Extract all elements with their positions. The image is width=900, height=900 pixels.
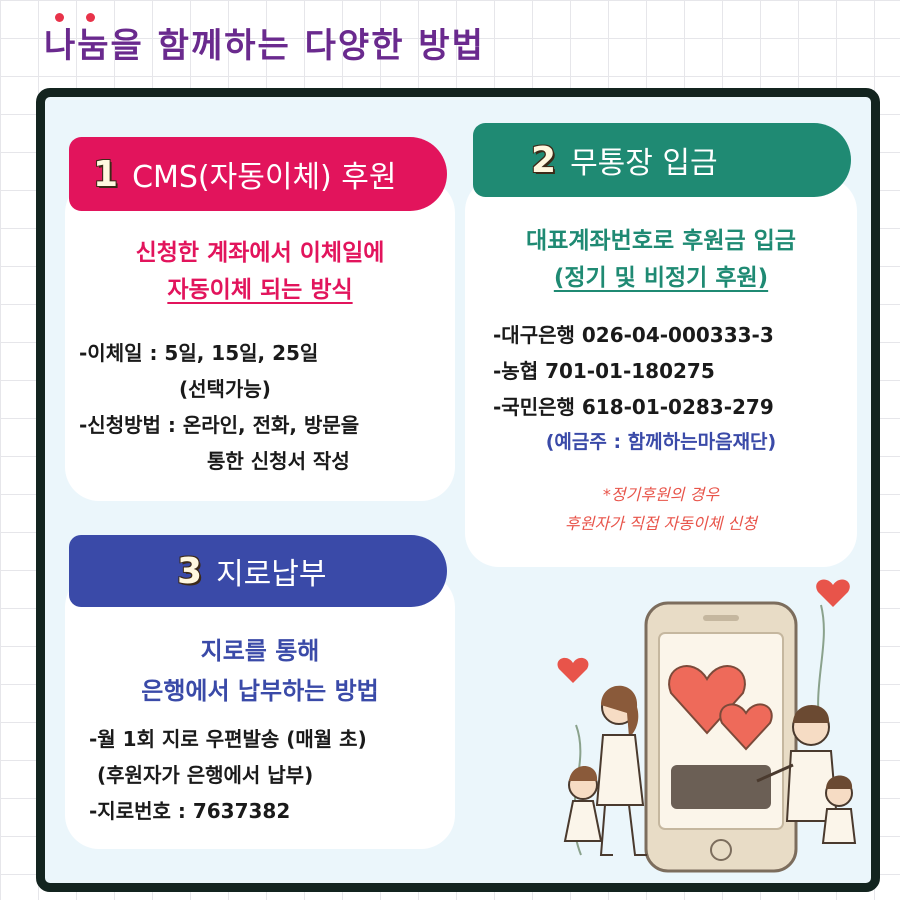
pill-giro: 3 지로납부 [69,535,447,607]
giro-headline-line2: 은행에서 납부하는 방법 [141,677,379,705]
giro-headline-line1: 지로를 통해 [200,637,320,665]
giro-details: -월 1회 지로 우편발송 (매월 초) (후원자가 은행에서 납부) -지로번… [89,721,449,829]
bank-headline-line2: (정기 및 비정기 후원) [553,265,769,291]
account-nonghyup: -농협 701-01-180275 [493,359,715,383]
bank-headline-line1: 대표계좌번호로 후원금 입금 [526,228,796,254]
page-title: 나눔을 함께하는 다양한 방법 [44,26,485,66]
method-title-giro: 지로납부 [216,557,327,592]
account-kookmin: -국민은행 618-01-0283-279 [493,395,774,419]
heart-medium-icon [719,703,773,751]
content-board: 1 CMS(자동이체) 후원 신청한 계좌에서 이체일에 자동이체 되는 방식 … [36,88,880,892]
bank-note-line2: 후원자가 직접 자동이체 신청 [565,514,757,533]
bank-accounts: -대구은행 026-04-000333-3 -농협 701-01-180275 … [493,317,853,425]
giro-number: -지로번호 : 7637382 [89,799,291,823]
cms-headline-line2: 자동이체 되는 방식 [167,277,353,303]
card-giro [65,573,455,849]
giro-monthly-mail: -월 1회 지로 우편발송 (매월 초) [89,727,367,751]
cms-apply-method: -신청방법 : 온라인, 전화, 방문을 [79,413,360,437]
pill-bank: 2 무통장 입금 [473,123,851,197]
method-title-bank: 무통장 입금 [570,146,718,181]
heart-large-icon [668,665,746,735]
pill-cms: 1 CMS(자동이체) 후원 [69,137,447,211]
phone-button-shape [671,765,771,809]
account-daegu: -대구은행 026-04-000333-3 [493,323,774,347]
heart-small-right-icon [816,579,850,607]
account-holder: (예금주 : 함께하는마음재단) [545,431,777,453]
heart-small-left-icon [557,657,589,683]
card-cms [65,179,455,501]
bank-note-line1: *정기후원의 경우 [602,485,720,504]
cms-transfer-day: -이체일 : 5일, 15일, 25일 [79,341,319,365]
method-number-1: 1 [93,153,119,195]
cms-apply-form: 통한 신청서 작성 [207,449,350,473]
decor-dot-left [55,13,64,22]
bank-headline: 대표계좌번호로 후원금 입금 (정기 및 비정기 후원) [465,223,857,297]
cms-selectable: (선택가능) [179,377,271,401]
method-title-cms: CMS(자동이체) 후원 [132,160,397,195]
cms-details: -이체일 : 5일, 15일, 25일 (선택가능) -신청방법 : 온라인, … [79,335,449,479]
family-phone-illustration [557,579,857,873]
decor-dot-right [86,13,95,22]
cms-headline: 신청한 계좌에서 이체일에 자동이체 되는 방식 [65,235,455,309]
cms-headline-line1: 신청한 계좌에서 이체일에 [135,240,385,266]
bank-note: *정기후원의 경우 후원자가 직접 자동이체 신청 [465,480,857,538]
method-number-3: 3 [177,550,203,592]
giro-headline: 지로를 통해 은행에서 납부하는 방법 [65,631,455,711]
giro-bank-payment: (후원자가 은행에서 납부) [97,763,314,787]
method-number-2: 2 [531,139,557,181]
card-bank [465,177,857,567]
